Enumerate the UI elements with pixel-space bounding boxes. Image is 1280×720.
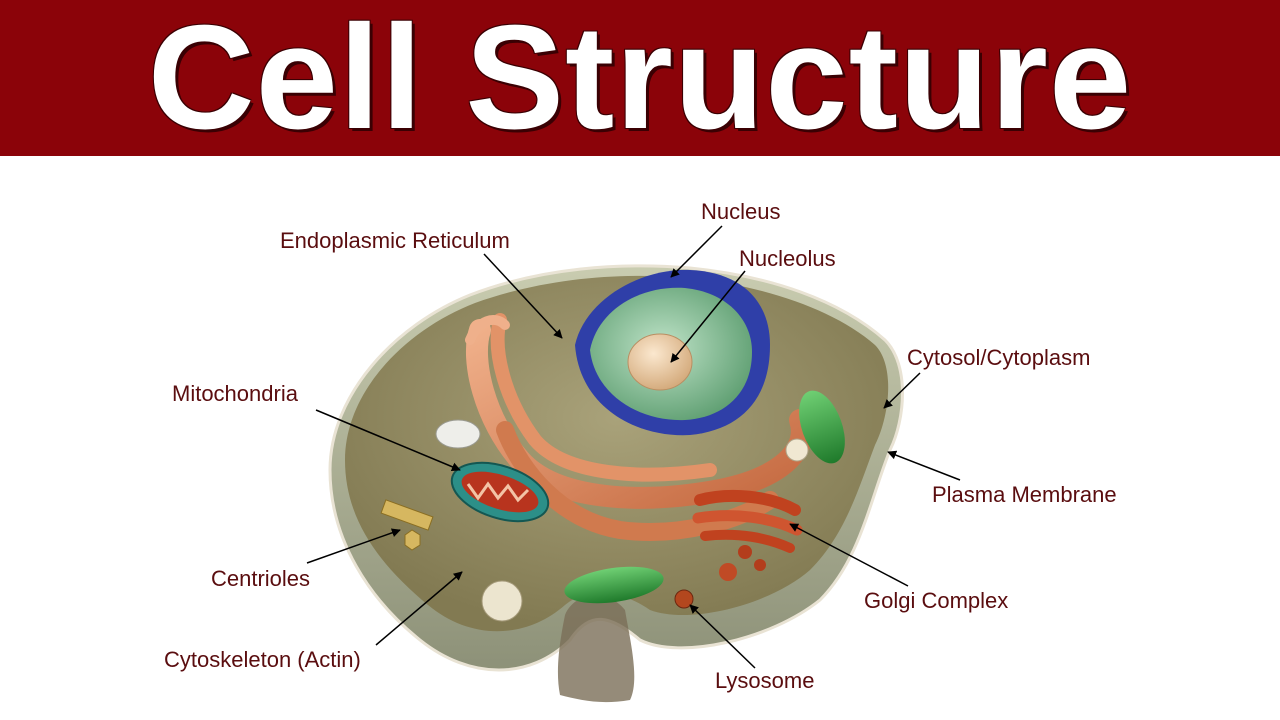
label-cytoskeleton: Cytoskeleton (Actin) [164, 647, 361, 672]
title-banner: Cell Structure [0, 0, 1280, 156]
label-nucleolus: Nucleolus [739, 246, 836, 271]
label-nucleus: Nucleus [701, 199, 781, 224]
centrioles-pointer [306, 528, 401, 564]
nucleus-pointer [670, 225, 723, 278]
er-pointer [483, 253, 563, 339]
pointer-lines [306, 225, 961, 669]
centrioles [380, 499, 434, 551]
cell-diagram [306, 225, 961, 703]
label-cytosol: Cytosol/Cytoplasm [907, 345, 1091, 370]
mitochondria-pointer [315, 409, 461, 472]
vesicle-bottom [481, 580, 523, 622]
plasma-membrane-pointer [887, 450, 961, 481]
membrane-notch [557, 595, 635, 703]
label-plasma-membrane: Plasma Membrane [932, 482, 1117, 507]
green-organelle-right [799, 390, 845, 464]
cytosol-pointer [883, 372, 921, 409]
label-endoplasmic-reticulum: Endoplasmic Reticulum [280, 228, 510, 253]
label-lysosome: Lysosome [715, 668, 815, 693]
cytoskeleton-pointer [375, 571, 463, 646]
mitochondrion [450, 461, 550, 523]
label-mitochondria: Mitochondria [172, 381, 298, 406]
label-golgi-complex: Golgi Complex [864, 588, 1009, 613]
nucleolus [627, 333, 693, 391]
vesicle-right [785, 438, 809, 462]
lysosome [674, 589, 694, 609]
label-centrioles: Centrioles [211, 566, 311, 591]
nucleolus-pointer [670, 270, 746, 363]
golgi-complex [692, 489, 803, 581]
golgi-pointer [789, 523, 909, 587]
lysosome-pointer [689, 604, 756, 669]
green-organelle-bottom [564, 566, 664, 604]
vesicle-left [435, 419, 481, 449]
page-title: Cell Structure [147, 0, 1133, 160]
